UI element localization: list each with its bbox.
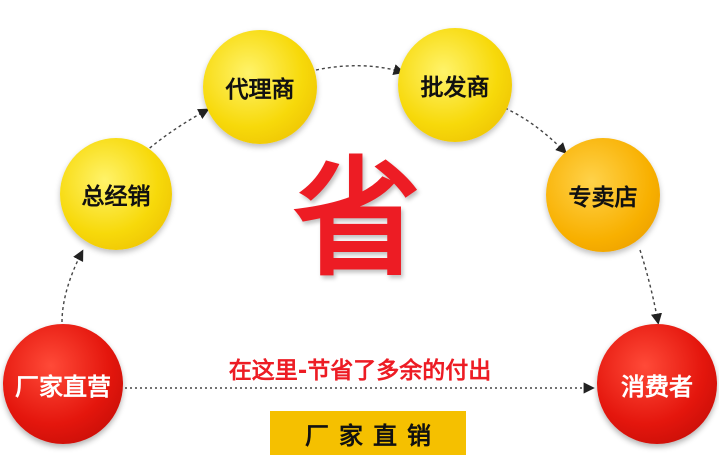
arrow-general-to-agent (144, 108, 210, 153)
node-wholesaler: 批发商 (398, 28, 512, 142)
arrow-agent-to-wholesaler (315, 64, 405, 75)
direct-sales-banner: 厂家直销 (270, 411, 466, 455)
arrow-wholesaler-to-store (504, 107, 567, 154)
arrow-factory-to-general (61, 249, 84, 323)
node-general-distributor: 总经销 (60, 138, 172, 250)
arrow-store-to-consumer (639, 249, 663, 325)
node-factory: 厂家直营 (3, 324, 123, 444)
node-store: 专卖店 (546, 138, 660, 252)
node-consumer: 消费者 (597, 324, 717, 444)
node-agent: 代理商 (203, 30, 317, 144)
center-save-character: 省 (292, 145, 421, 294)
slogan-text: 在这里-节省了多余的付出 (228, 358, 492, 384)
